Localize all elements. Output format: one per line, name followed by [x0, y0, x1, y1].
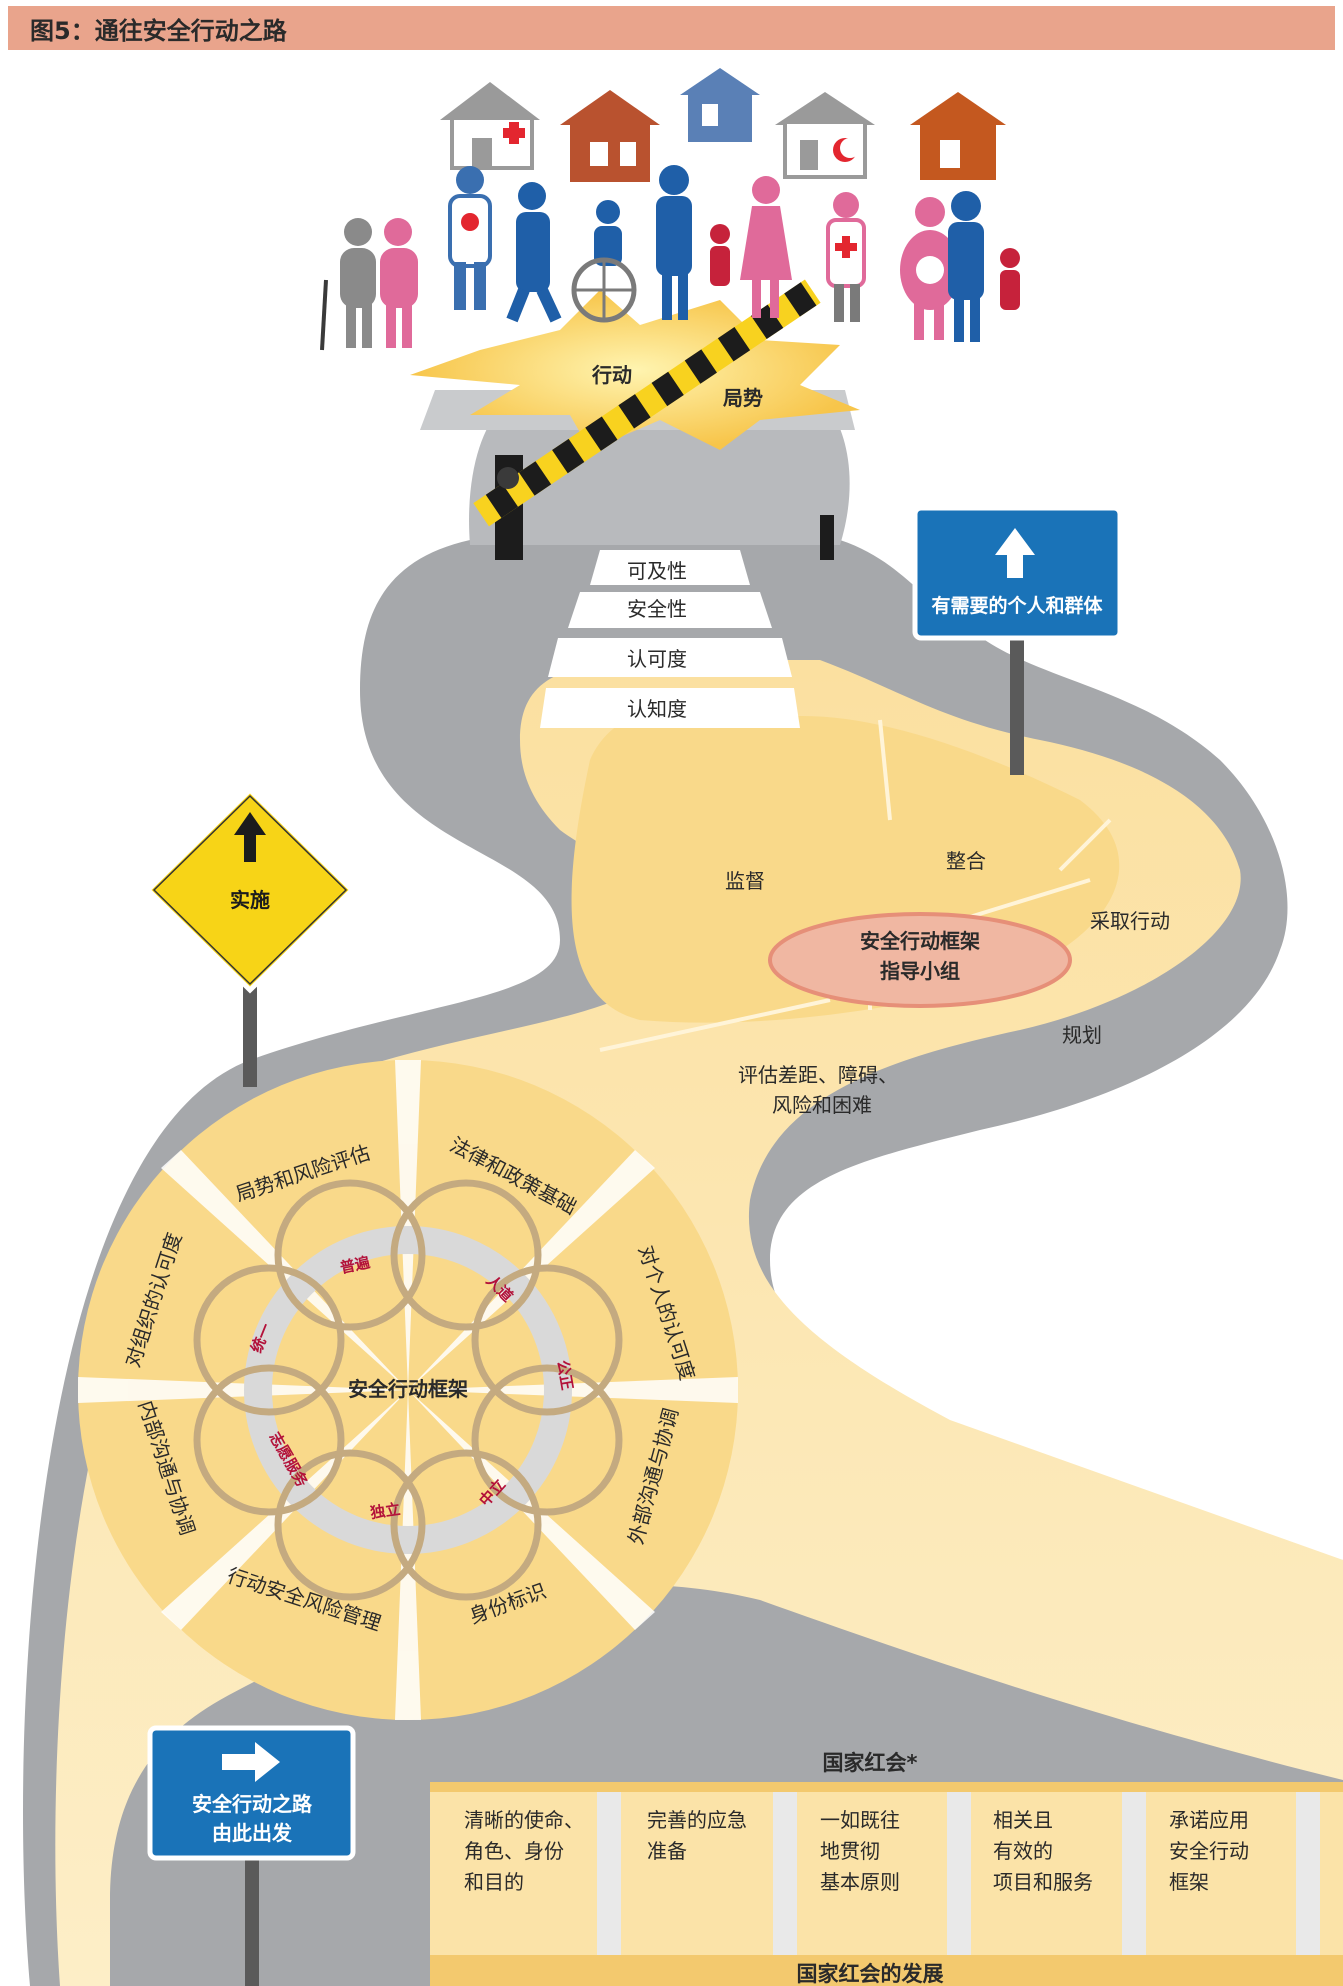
cycle-segment: 评估差距、障碍、	[738, 1063, 898, 1087]
sign-start-line1: 安全行动之路	[192, 1792, 313, 1816]
step-label: 安全性	[627, 597, 687, 621]
cycle-segment: 规划	[1062, 1023, 1102, 1047]
foundation-text: 清晰的使命、	[464, 1808, 584, 1832]
barrier-word-situation: 局势	[722, 386, 763, 410]
barrier-post-right	[820, 515, 834, 560]
foundation-title: 国家红会*	[823, 1751, 918, 1775]
steering-center-line2: 指导小组	[880, 959, 960, 983]
cycle-segment: 风险和困难	[772, 1093, 872, 1117]
foundation-text: 承诺应用	[1169, 1808, 1249, 1832]
sign-implement-label: 实施	[230, 888, 270, 912]
foundation-text: 基本原则	[820, 1870, 900, 1894]
foundation-text: 有效的	[993, 1839, 1053, 1863]
steering-center-line1: 安全行动框架	[860, 929, 980, 953]
cycle-segment: 监督	[725, 869, 765, 893]
sign-start-line2: 由此出发	[212, 1821, 293, 1845]
foundation-text: 角色、身份	[464, 1839, 564, 1863]
foundation-text: 相关且	[993, 1808, 1053, 1832]
step-label: 可及性	[627, 559, 687, 583]
foundation-text: 框架	[1169, 1870, 1209, 1894]
sign-needs-label: 有需要的个人和群体	[931, 594, 1103, 617]
step-label: 认知度	[627, 697, 687, 721]
foundation-text: 和目的	[464, 1870, 524, 1894]
foundation-text: 一如既往	[820, 1808, 900, 1832]
foundation-text: 地贯彻	[820, 1839, 880, 1863]
framework-center: 安全行动框架	[348, 1377, 468, 1401]
cycle-segment: 整合	[946, 849, 986, 873]
foundation-text: 完善的应急	[647, 1808, 747, 1832]
foundation-text: 安全行动	[1169, 1839, 1249, 1863]
foundation-text: 准备	[647, 1839, 687, 1863]
foundation-base: 国家红会的发展	[797, 1962, 944, 1986]
step-label: 认可度	[627, 647, 687, 671]
cycle-segment: 采取行动	[1090, 909, 1170, 933]
barrier-word-action: 行动	[591, 363, 632, 387]
foundation-text: 项目和服务	[993, 1870, 1093, 1894]
